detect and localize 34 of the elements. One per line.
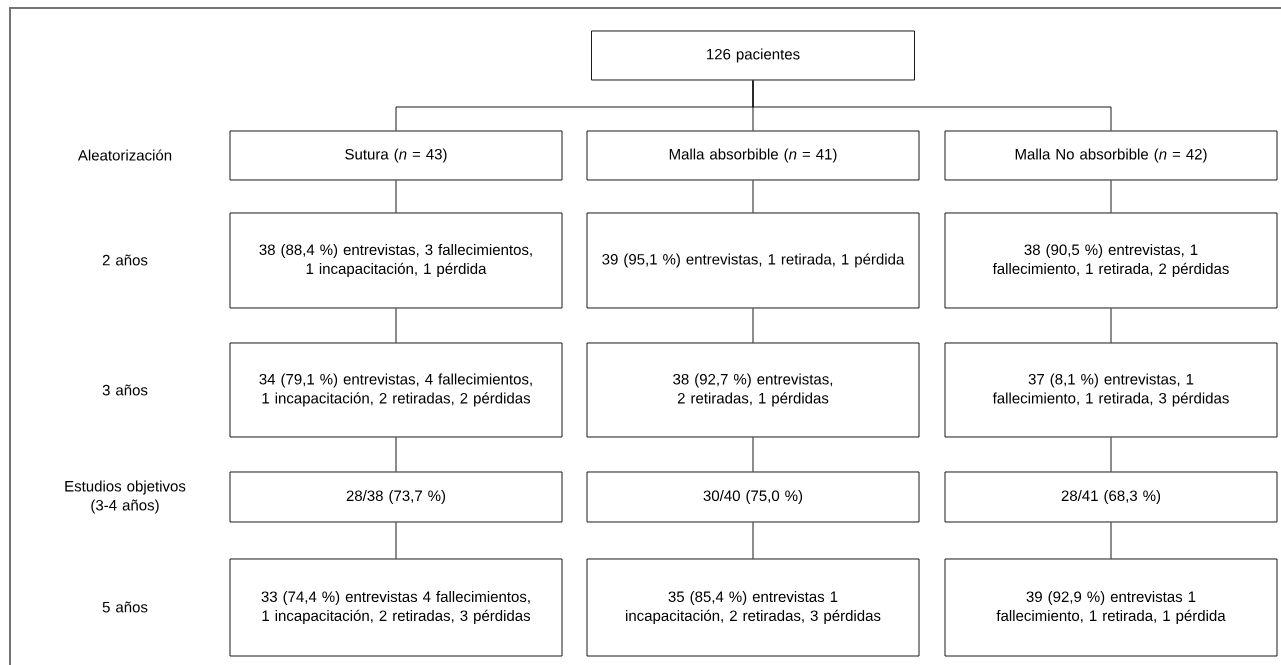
flow-box: 30/40 (75,0 %) [586,471,920,523]
flow-box: 39 (95,1 %) entrevistas, 1 retirada, 1 pérdida [586,212,920,309]
connector-line [752,308,754,343]
connector-line [395,437,397,472]
flow-box: 28/41 (68,3 %) [944,471,1278,523]
connector-line [1110,308,1112,343]
connector-line [1110,180,1112,213]
connector-line [752,437,754,472]
row-label: 5 años [102,601,148,613]
flow-box: Malla No absorbible (n = 42) [944,130,1278,181]
row-label: Estudios objetivos (3-4 años) [65,480,186,514]
flow-box: 38 (92,7 %) entrevistas, 2 retiradas, 1 pérdidas [586,342,920,438]
flow-box: 38 (90,5 %) entrevistas, 1 fallecimiento, 1 retirada, 2 pérdidas [944,212,1278,309]
row-label: 2 años [102,254,148,266]
row-label: Aleatorización [77,149,172,161]
flow-box: Sutura (n = 43) [229,130,563,181]
connector-line [1110,522,1112,559]
flow-box: 33 (74,4 %) entrevistas 4 fallecimientos, 1 incapacitación, 2 retiradas, 3 pérdidas [229,558,563,657]
connector-line [395,522,397,559]
flow-box: 35 (85,4 %) entrevistas 1 incapacitación, 2 retiradas, 3 pérdidas [586,558,920,657]
connector-line [752,80,1112,131]
row-label: 3 años [102,384,148,396]
flow-box: 39 (92,9 %) entrevistas 1 fallecimiento, 1 retirada, 1 pérdida [944,558,1278,657]
connector-line [395,308,397,343]
flow-box: 126 pacientes [591,30,915,81]
connector-line [752,522,754,559]
flow-box: 37 (8,1 %) entrevistas, 1 fallecimiento, 1 retirada, 3 pérdidas [944,342,1278,438]
connector-line [752,180,754,213]
flow-box: 38 (88,4 %) entrevistas, 3 fallecimientos, 1 incapacitación, 1 pérdida [229,212,563,309]
flow-box: 28/38 (73,7 %) [229,471,563,523]
connector-line [1110,437,1112,472]
flow-box: Malla absorbible (n = 41) [586,130,920,181]
connector-line [395,180,397,213]
flow-box: 34 (79,1 %) entrevistas, 4 fallecimientos, 1 incapacitación, 2 retiradas, 2 pérdidas [229,342,563,438]
